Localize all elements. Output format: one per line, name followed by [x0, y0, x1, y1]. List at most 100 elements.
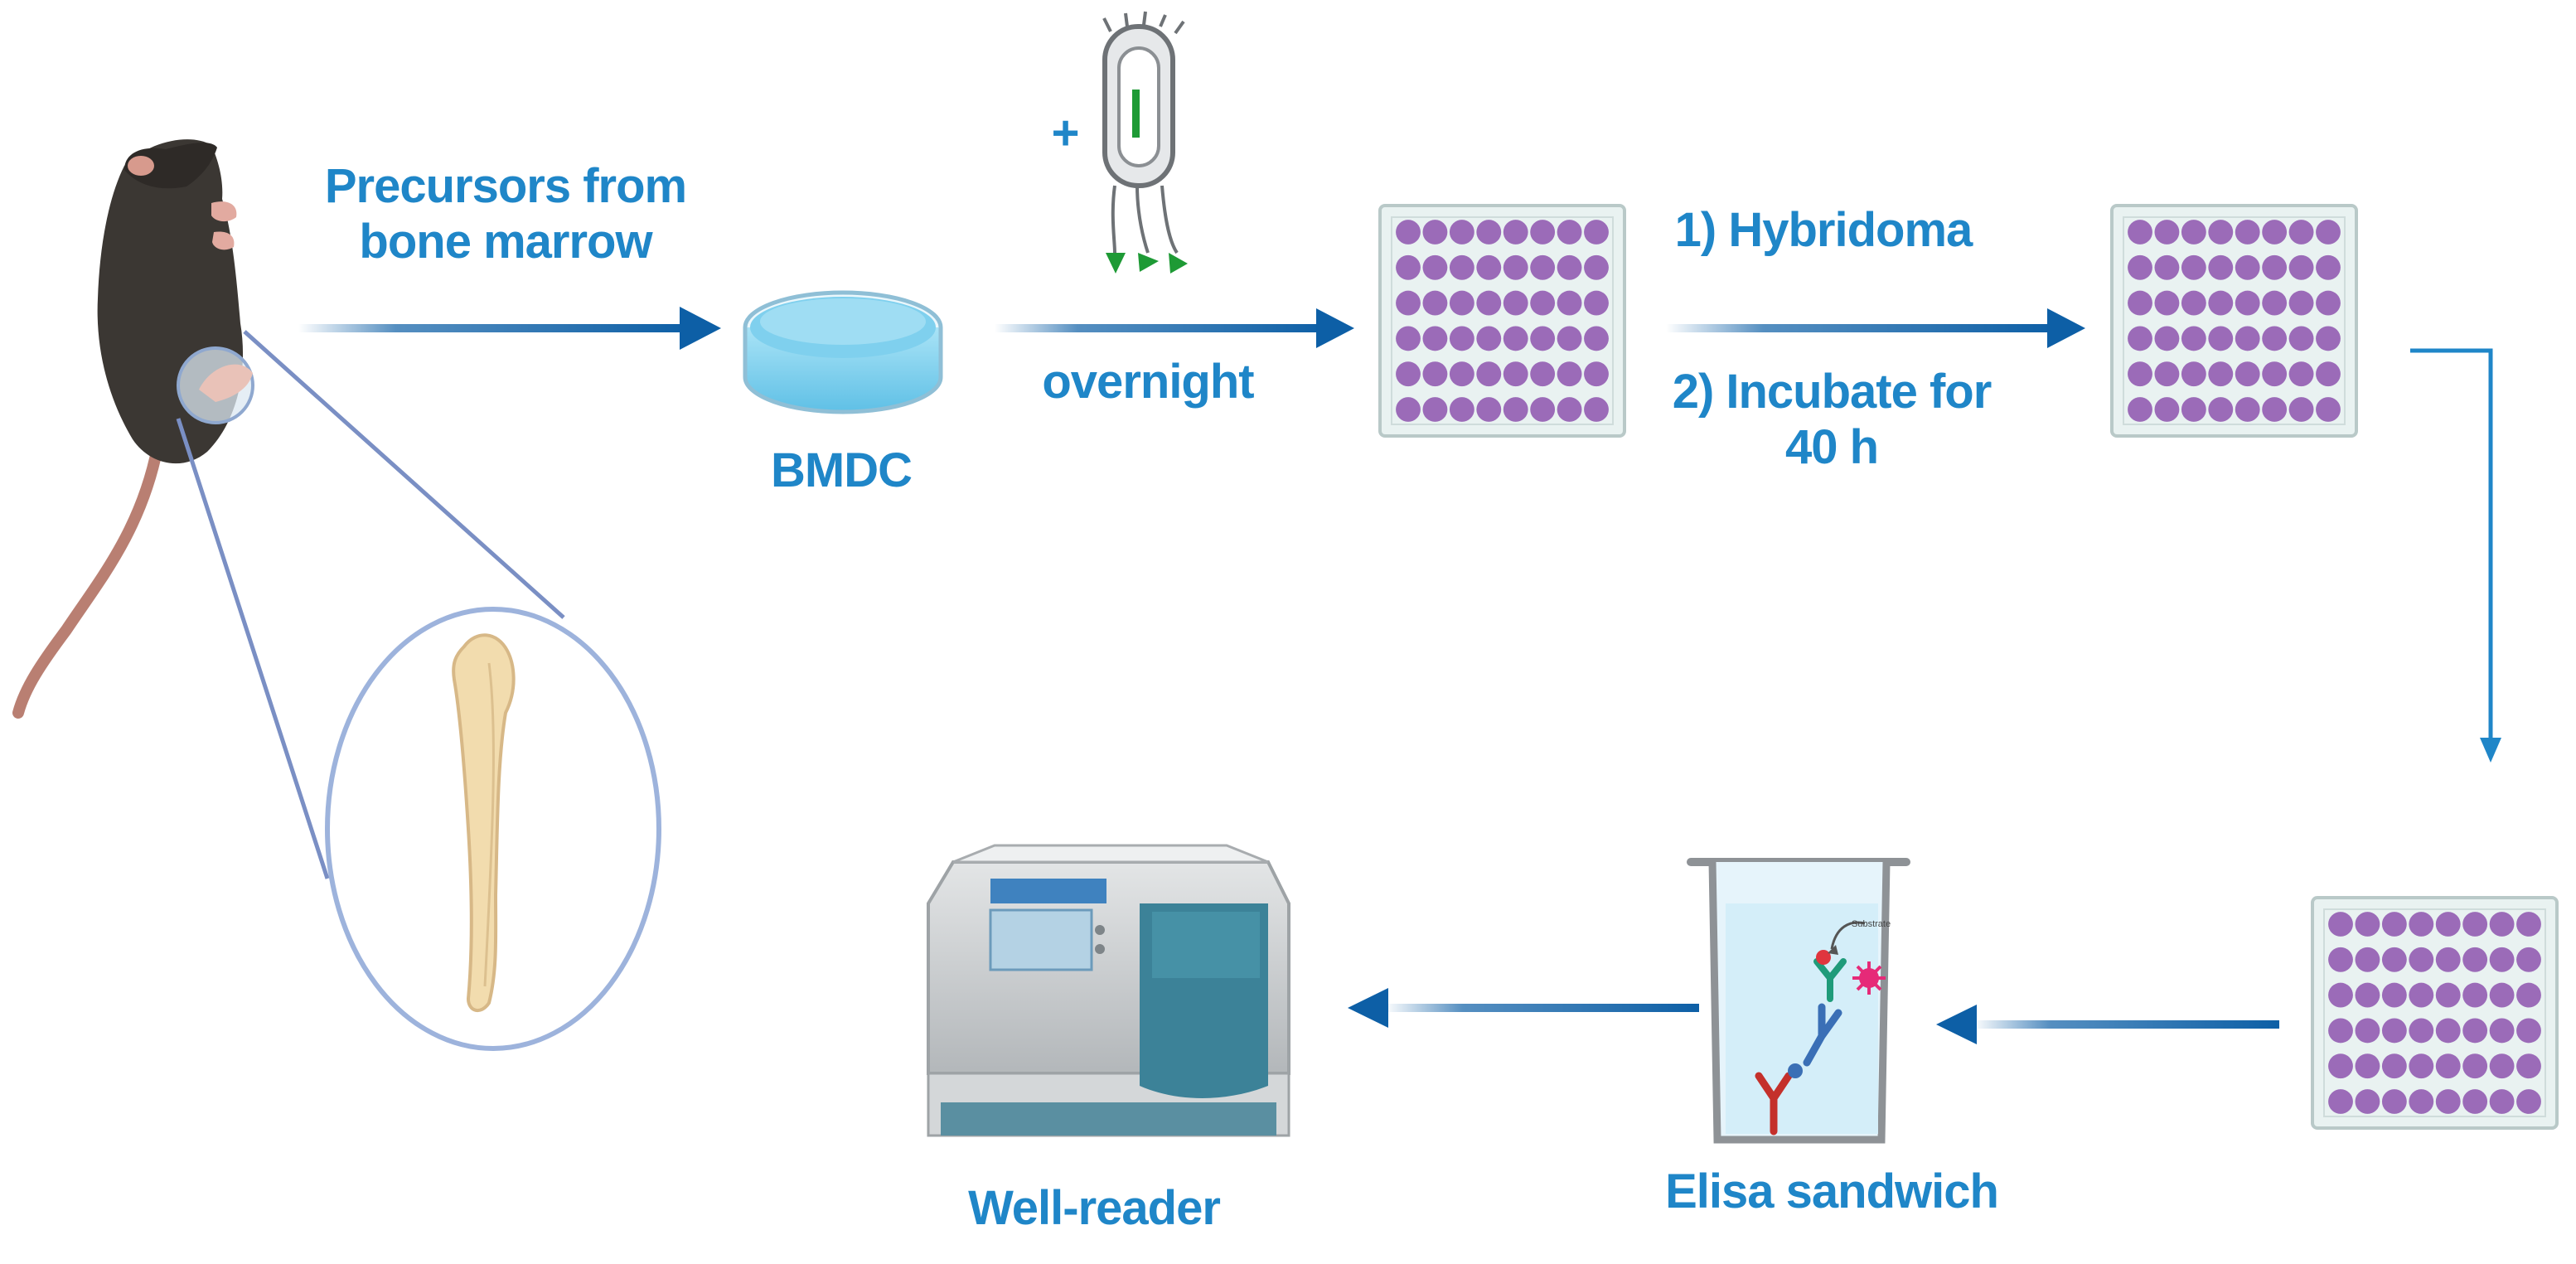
plate-well: [2489, 1053, 2515, 1079]
plate-well: [2154, 220, 2180, 245]
arrow-to-elisa: [1936, 1005, 2279, 1044]
zoom-line-lower: [176, 418, 330, 879]
plate-well: [2381, 1018, 2407, 1044]
plate-well: [2128, 397, 2152, 422]
arrow-hybridoma: [1666, 308, 2085, 348]
plate-well: [2435, 947, 2461, 972]
plate-well: [2489, 982, 2515, 1008]
plate-well: [2316, 290, 2341, 316]
plate-well: [2128, 220, 2152, 245]
plate-well: [2489, 1089, 2515, 1114]
plate-well: [1476, 397, 1502, 422]
plate-well: [2409, 1089, 2434, 1114]
plate-well: [1530, 220, 1556, 245]
plate-well: [2516, 912, 2541, 937]
plate-well: [2262, 361, 2288, 387]
plate-well: [2181, 397, 2206, 422]
mouse-head: [124, 143, 217, 189]
plate-well: [1530, 290, 1556, 316]
plate-well: [2154, 397, 2180, 422]
arrow-to-reader: [1348, 988, 1699, 1028]
plate-well: [2316, 326, 2341, 351]
plate-well: [1449, 220, 1474, 245]
arrow-to-bmdc: [298, 307, 721, 350]
label-precursors-line2: bone marrow: [359, 214, 652, 269]
plate-well: [2355, 1089, 2380, 1114]
plate-well: [1422, 326, 1448, 351]
plate-well: [1530, 361, 1556, 387]
cell-icon: [1102, 11, 1188, 274]
plate-well: [2181, 326, 2206, 351]
plate-well: [1557, 397, 1582, 422]
plate-well: [2328, 1018, 2353, 1044]
plate-well: [2208, 326, 2234, 351]
plate-well: [2462, 982, 2488, 1008]
plate-well: [2128, 290, 2152, 316]
mouse-illustration: [12, 139, 254, 719]
antibody-sandwich: Substrate: [1755, 919, 1891, 1136]
mouse-leg: [199, 364, 253, 402]
plate-2: [2110, 204, 2358, 438]
plate-well: [2355, 982, 2380, 1008]
plate-well: [2288, 290, 2314, 316]
plate-well: [2181, 254, 2206, 280]
plate-well: [1449, 361, 1474, 387]
plate-well: [2208, 361, 2234, 387]
mouse-ear: [128, 156, 154, 176]
zoom-line-upper: [243, 330, 565, 619]
plate-well: [1422, 220, 1448, 245]
plate-well: [1476, 290, 1502, 316]
plate-well: [2435, 1089, 2461, 1114]
elisa-substrate-label: Substrate: [1852, 919, 1891, 929]
plate-well: [1584, 220, 1609, 245]
plate-well: [2489, 912, 2515, 937]
plate-well: [2489, 1018, 2515, 1044]
plate-well: [2489, 947, 2515, 972]
plate-well: [2381, 912, 2407, 937]
plate-well: [2409, 947, 2434, 972]
plate-well: [1557, 254, 1582, 280]
plate-well: [2381, 982, 2407, 1008]
plate-well: [2235, 290, 2260, 316]
well-reader-device: [927, 844, 1290, 1137]
plate-well: [1503, 290, 1528, 316]
plate-well: [2355, 947, 2380, 972]
plate-well: [1584, 290, 1609, 316]
plate-well: [1476, 361, 1502, 387]
plate-well: [2462, 1018, 2488, 1044]
plate-well: [1503, 326, 1528, 351]
plate-well: [2288, 220, 2314, 245]
plate-well: [2128, 254, 2152, 280]
plate-well: [2262, 254, 2288, 280]
plate-3: [2311, 896, 2559, 1130]
plate-well: [2435, 982, 2461, 1008]
label-well-reader: Well-reader: [968, 1181, 1221, 1235]
plate-well: [1422, 290, 1448, 316]
plate-1: [1378, 204, 1626, 438]
mouse-paw-2: [212, 231, 235, 250]
plate-well: [2262, 397, 2288, 422]
plate-well: [1476, 254, 1502, 280]
plate-well: [2288, 397, 2314, 422]
plate-well: [2154, 254, 2180, 280]
plate-well: [2128, 326, 2152, 351]
plate-well: [2235, 220, 2260, 245]
plate-well: [2154, 326, 2180, 351]
label-elisa: Elisa sandwich: [1665, 1165, 1999, 1218]
plate-well: [1584, 361, 1609, 387]
plate-well: [2328, 947, 2353, 972]
plate-well: [2355, 1053, 2380, 1079]
plate-well: [2262, 326, 2288, 351]
plate-well: [1584, 326, 1609, 351]
plate-well: [2409, 1018, 2434, 1044]
plate-well: [1422, 254, 1448, 280]
plate-well: [1557, 326, 1582, 351]
plate-well: [2181, 220, 2206, 245]
arrow-overnight: [995, 308, 1354, 348]
label-bmdc: BMDC: [771, 443, 913, 497]
plate-well: [2516, 982, 2541, 1008]
plate-well: [2181, 361, 2206, 387]
plate-well: [2328, 1089, 2353, 1114]
plate-well: [2316, 254, 2341, 280]
